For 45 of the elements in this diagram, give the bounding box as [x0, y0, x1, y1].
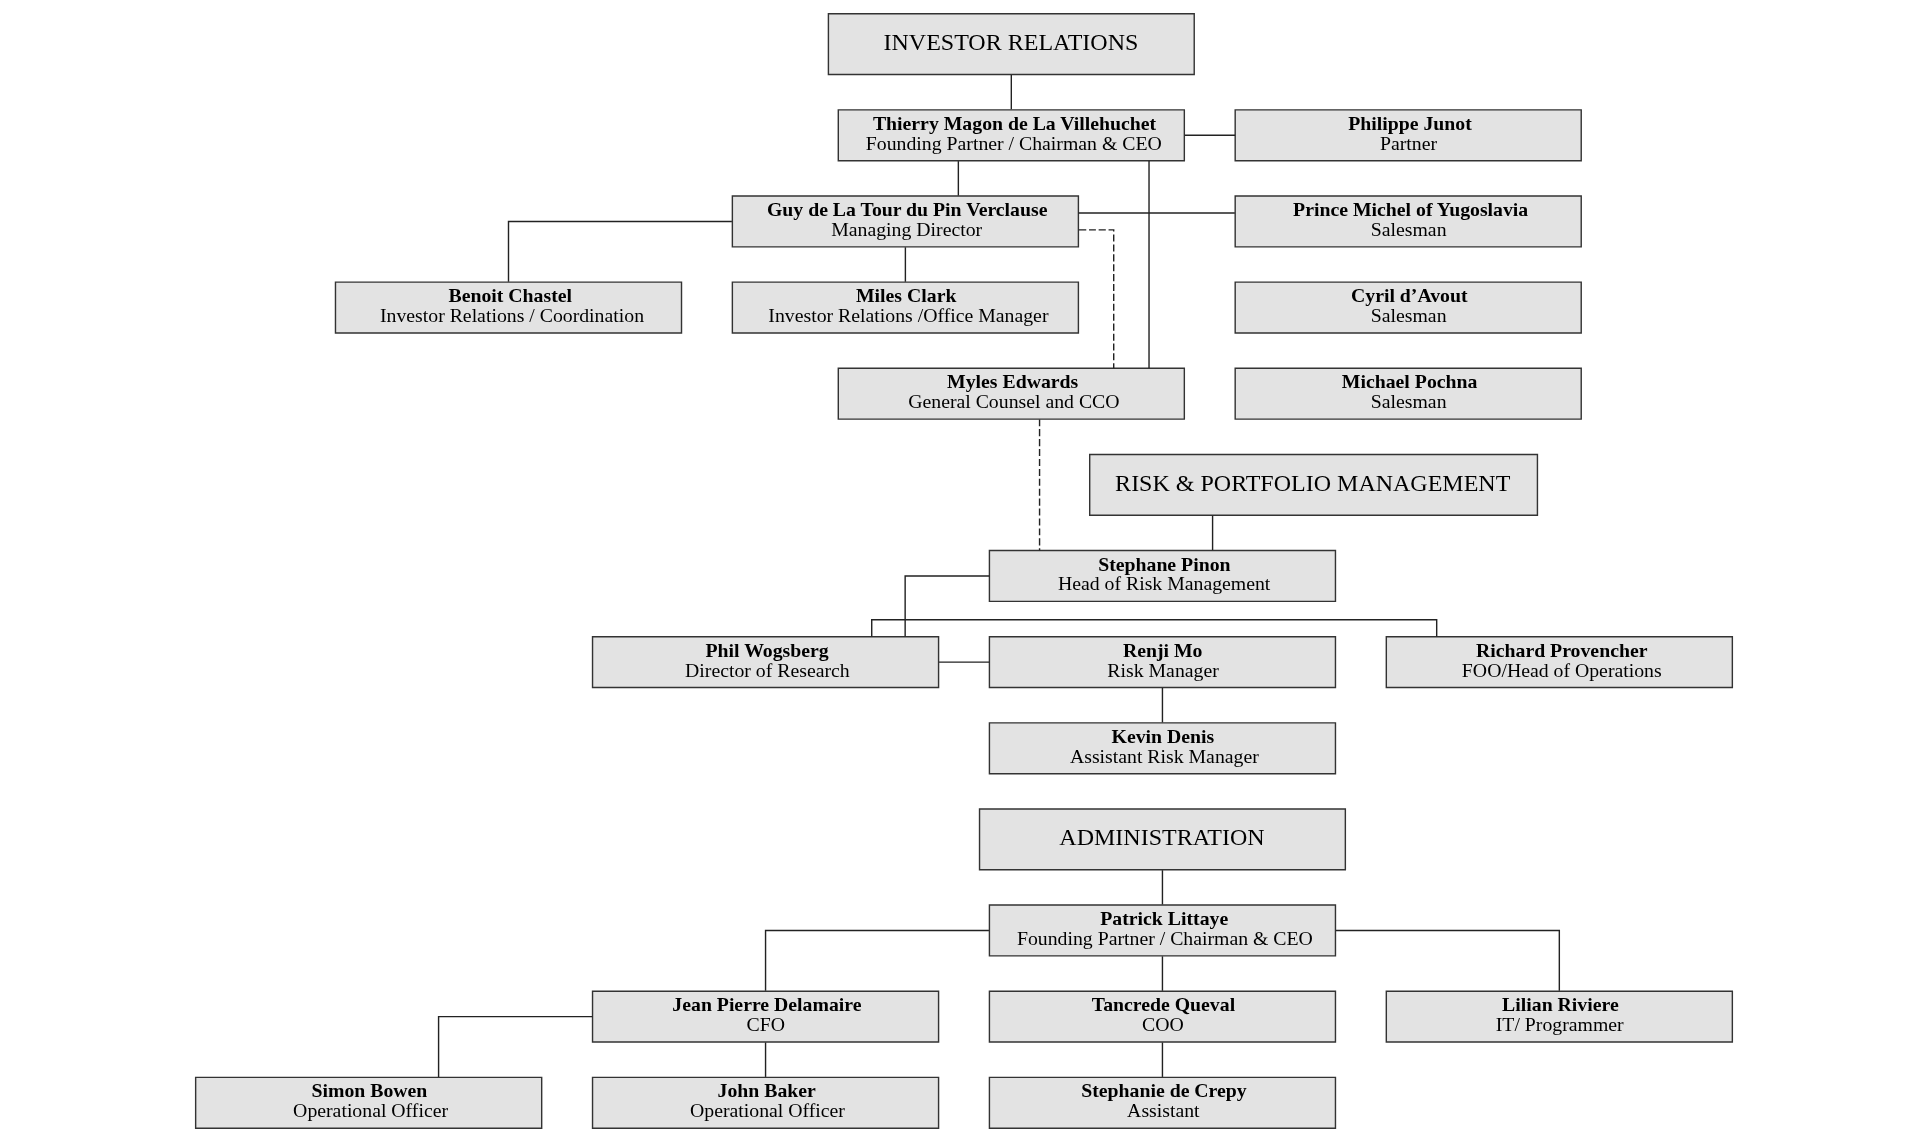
node-box: ADMINISTRATION	[978, 808, 1346, 871]
node-box: Philippe Junot Partner	[1233, 109, 1582, 162]
node-box: Simon Bowen Operational Officer	[194, 1076, 542, 1129]
connector	[1211, 515, 1213, 551]
node-box: Tancrede Queval COO	[988, 990, 1336, 1043]
connector	[1161, 687, 1163, 724]
connector	[1077, 229, 1114, 369]
connector	[903, 575, 990, 637]
node-box: Thierry Magon de La Villehuchet Founding Partner / Chairman & CEO	[837, 109, 1185, 162]
connector	[904, 246, 906, 283]
connector	[870, 619, 1437, 638]
connector	[1161, 1041, 1163, 1078]
connector	[1010, 74, 1012, 110]
node-box: Richard Provencher FOO/Head of Operations	[1385, 635, 1733, 689]
connector	[764, 1041, 766, 1078]
connector	[957, 160, 959, 197]
node-box: Lilian Riviere IT/ Programmer	[1385, 990, 1733, 1043]
connector	[1161, 955, 1163, 992]
connector	[1161, 869, 1163, 906]
connector	[1038, 418, 1040, 552]
node-box: Patrick Littaye Founding Partner / Chairman & CEO	[988, 904, 1336, 957]
connector	[1077, 212, 1236, 214]
connector	[507, 220, 733, 283]
node-box: Michael Pochna Salesman	[1233, 367, 1582, 420]
node-box: RISK & PORTFOLIO MANAGEMENT	[1088, 453, 1538, 516]
node-box: Stephane Pinon Head of Risk Management	[988, 549, 1336, 603]
node-box: INVESTOR RELATIONS	[827, 13, 1195, 76]
connector	[1147, 160, 1150, 369]
connector	[1334, 929, 1560, 992]
node-box: Jean Pierre Delamaire CFO	[591, 990, 939, 1043]
node-box: Benoit Chastel Investor Relations / Coordination	[334, 281, 682, 334]
node-box: Miles Clark Investor Relations /Office Manager	[731, 281, 1079, 334]
connector	[764, 929, 990, 992]
node-box: Guy de La Tour du Pin Verclause Managing Director	[731, 195, 1079, 248]
node-box: Myles Edwards General Counsel and CCO	[837, 367, 1185, 420]
node-box: Kevin Denis Assistant Risk Manager	[988, 722, 1336, 775]
connector	[437, 1015, 593, 1078]
node-box: Cyril d’Avout Salesman	[1233, 281, 1582, 334]
connector	[937, 661, 990, 663]
node-box: Phil Wogsberg Director of Research	[591, 635, 939, 689]
node-box: John Baker Operational Officer	[591, 1076, 939, 1129]
node-box: Prince Michel of Yugoslavia Salesman	[1233, 195, 1582, 248]
node-box: Renji Mo Risk Manager	[988, 635, 1336, 689]
connector	[1183, 134, 1236, 136]
node-box: Stephanie de Crepy Assistant	[988, 1076, 1336, 1129]
